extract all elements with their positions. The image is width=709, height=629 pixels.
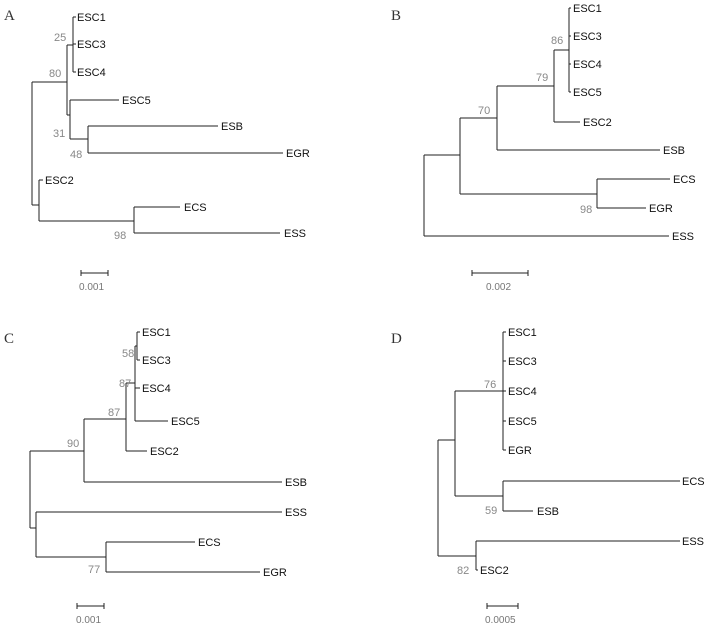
leaf-label: ESC5 xyxy=(171,416,200,428)
leaf-label: EGR xyxy=(263,567,287,579)
leaf-label: ESC2 xyxy=(480,565,509,577)
bootstrap-value: 98 xyxy=(114,230,126,242)
bootstrap-value: 98 xyxy=(580,204,592,216)
panel-letter-d: D xyxy=(391,331,402,347)
scale-bar-b: 0.002 xyxy=(471,270,529,293)
scale-bar-label: 0.001 xyxy=(79,282,104,293)
leaf-label: ESC2 xyxy=(583,117,612,129)
scale-bar-d: 0.0005 xyxy=(485,603,519,626)
leaf-label: EGR xyxy=(286,148,310,160)
scale-bar-label: 0.0005 xyxy=(485,615,516,626)
panel-letter-a: A xyxy=(4,8,15,24)
tree-a-branches xyxy=(31,16,283,234)
leaf-label: ESB xyxy=(285,477,307,489)
bootstrap-value: 79 xyxy=(536,72,548,84)
tree-c-leaf-labels: ESC1 ESC3 ESC4 ESC5 ESC2 ESB ESS ECS EGR xyxy=(142,327,307,579)
leaf-label: ESC4 xyxy=(77,67,106,79)
leaf-label: ESC2 xyxy=(45,175,74,187)
leaf-label: ESC5 xyxy=(573,87,602,99)
bootstrap-value: 77 xyxy=(88,564,100,576)
leaf-label: ESC4 xyxy=(573,59,602,71)
tree-c-support-values: 58 87 87 90 77 xyxy=(67,348,134,576)
leaf-label: ESB xyxy=(537,506,559,518)
leaf-label: ESC3 xyxy=(508,356,537,368)
panel-letter-b: B xyxy=(391,8,401,24)
leaf-label: ESC1 xyxy=(573,3,602,15)
leaf-label: EGR xyxy=(508,445,532,457)
leaf-label: ECS xyxy=(184,202,207,214)
bootstrap-value: 48 xyxy=(70,149,82,161)
tree-c-branches xyxy=(29,331,282,573)
leaf-label: ESC5 xyxy=(122,95,151,107)
leaf-label: ECS xyxy=(673,174,696,186)
tree-d-leaf-labels: ESC1 ESC3 ESC4 ESC5 EGR ECS ESB ESS ESC2 xyxy=(480,327,705,577)
leaf-label: ESC3 xyxy=(142,355,171,367)
leaf-label: ESS xyxy=(672,231,694,243)
leaf-label: ESB xyxy=(221,121,243,133)
panel-a: A xyxy=(4,8,310,293)
scale-bar-c: 0.001 xyxy=(76,603,105,626)
bootstrap-value: 82 xyxy=(457,565,469,577)
scale-bar-label: 0.002 xyxy=(486,282,511,293)
leaf-label: ESC1 xyxy=(142,327,171,339)
bootstrap-value: 80 xyxy=(49,68,61,80)
leaf-label: EGR xyxy=(649,203,673,215)
tree-d-branches xyxy=(437,331,680,571)
leaf-label: ESC1 xyxy=(77,12,106,24)
leaf-label: ESC5 xyxy=(508,416,537,428)
bootstrap-value: 86 xyxy=(551,35,563,47)
tree-a-support-values: 25 80 31 48 98 xyxy=(49,32,126,242)
panel-letter-c: C xyxy=(4,331,14,347)
bootstrap-value: 58 xyxy=(122,348,134,360)
bootstrap-value: 76 xyxy=(484,379,496,391)
bootstrap-value: 87 xyxy=(108,407,120,419)
leaf-label: ESC3 xyxy=(573,31,602,43)
leaf-label: ESC1 xyxy=(508,327,537,339)
leaf-label: ECS xyxy=(682,476,705,488)
tree-b-support-values: 86 79 70 98 xyxy=(478,35,592,216)
leaf-label: ESS xyxy=(682,536,704,548)
bootstrap-value: 87 xyxy=(119,378,131,390)
bootstrap-value: 70 xyxy=(478,105,490,117)
bootstrap-value: 25 xyxy=(54,32,66,44)
bootstrap-value: 31 xyxy=(53,128,65,140)
leaf-label: ESC2 xyxy=(150,446,179,458)
leaf-label: ESC4 xyxy=(142,383,171,395)
bootstrap-value: 59 xyxy=(485,505,497,517)
leaf-label: ESS xyxy=(285,507,307,519)
tree-d-support-values: 76 59 82 xyxy=(457,379,497,577)
leaf-label: ECS xyxy=(198,537,221,549)
tree-b-branches xyxy=(423,7,670,237)
leaf-label: ESC3 xyxy=(77,39,106,51)
scale-bar-a: 0.001 xyxy=(79,270,109,293)
tree-a-leaf-labels: ESC1 ESC3 ESC4 ESC5 ESB EGR ESC2 ECS ESS xyxy=(45,12,310,240)
leaf-label: ESS xyxy=(284,228,306,240)
tree-b-leaf-labels: ESC1 ESC3 ESC4 ESC5 ESC2 ESB ECS EGR ESS xyxy=(573,3,696,243)
leaf-label: ESC4 xyxy=(508,386,537,398)
bootstrap-value: 90 xyxy=(67,438,79,450)
panel-b: B xyxy=(391,3,696,293)
panel-c: C xyxy=(4,327,307,626)
panel-d: D ESC1 ESC3 xyxy=(391,327,705,626)
leaf-label: ESB xyxy=(663,145,685,157)
scale-bar-label: 0.001 xyxy=(76,615,101,626)
